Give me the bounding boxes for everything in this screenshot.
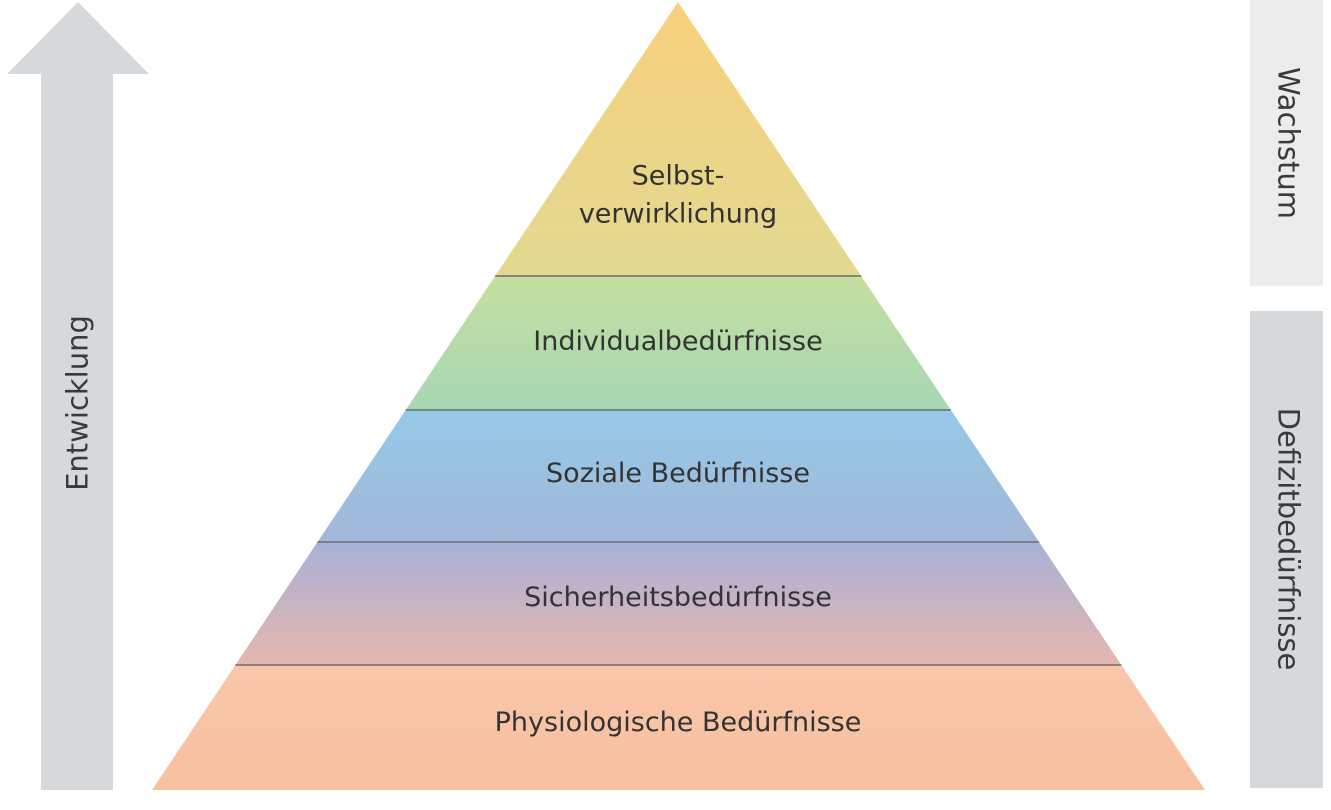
level-label-physiological-needs: Physiologische Bedürfnisse: [378, 704, 978, 742]
pyramid-level-individual-needs: [405, 276, 951, 410]
growth-bar: [1250, 0, 1323, 286]
growth-label: Wachstum: [1271, 66, 1306, 220]
deficit-needs-label: Defizitbedürfnisse: [1271, 407, 1306, 671]
level-label-safety-needs: Sicherheitsbedürfnisse: [378, 579, 978, 617]
pyramid: [152, 2, 1205, 790]
level-label-line: Physiologische Bedürfnisse: [494, 706, 862, 738]
pyramid-dividers: [235, 275, 1122, 666]
development-arrow-label: Entwicklung: [60, 315, 95, 491]
level-label-line: verwirklichung: [578, 199, 778, 230]
level-label-line: Sicherheitsbedürfnisse: [524, 581, 832, 613]
level-label-line: Selbst-: [631, 160, 725, 192]
pyramid-level-self-actualization: [495, 2, 862, 276]
level-label-individual-needs: Individualbedürfnisse: [378, 323, 978, 361]
development-arrow: [7, 2, 149, 790]
pyramid-level-physiological-needs: [152, 665, 1205, 790]
level-label-line: Individualbedürfnisse: [533, 325, 823, 357]
pyramid-level-social-needs: [317, 410, 1040, 542]
deficit-needs-bar: [1250, 311, 1323, 788]
level-label-line: Soziale Bedürfnisse: [546, 457, 810, 489]
level-label-self-actualization: Selbst- verwirklichung: [378, 158, 978, 235]
pyramid-level-safety-needs: [235, 542, 1122, 665]
level-label-social-needs: Soziale Bedürfnisse: [378, 455, 978, 493]
